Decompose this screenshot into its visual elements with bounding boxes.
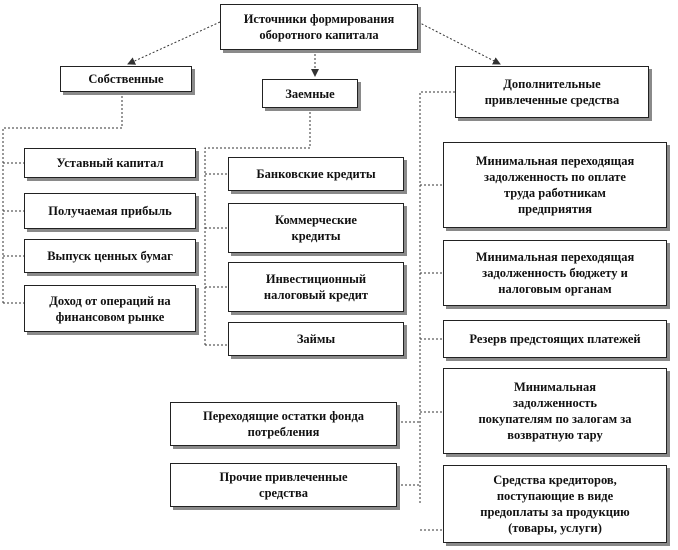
node-own-item-2: Получаемая прибыль bbox=[24, 193, 196, 229]
node-borrowed-item-3: Инвестиционный налоговый кредит bbox=[228, 262, 404, 312]
arrow-root-to-own bbox=[127, 21, 221, 65]
node-extra-item-2: Прочие привлеченные средства bbox=[170, 463, 397, 507]
connector-borrowed-bus bbox=[204, 108, 311, 345]
node-root: Источники формирования оборотного капита… bbox=[220, 4, 418, 50]
node-extra-item-1: Переходящие остатки фонда потребления bbox=[170, 402, 397, 446]
arrow-root-to-attracted bbox=[417, 21, 501, 65]
node-own-item-1: Уставный капитал bbox=[24, 148, 196, 178]
node-borrowed-item-1: Банковские кредиты bbox=[228, 157, 404, 191]
node-attracted-item-2: Минимальная переходящая задолженность бю… bbox=[443, 240, 667, 306]
node-own: Собственные bbox=[60, 66, 192, 92]
node-attracted-item-5: Средства кредиторов, поступающие в виде … bbox=[443, 465, 667, 543]
node-borrowed-item-4: Займы bbox=[228, 322, 404, 356]
node-own-item-4: Доход от операций на финансовом рынке bbox=[24, 285, 196, 332]
node-own-item-3: Выпуск ценных бумаг bbox=[24, 239, 196, 273]
node-borrowed: Заемные bbox=[262, 79, 358, 108]
node-attracted-item-3: Резерв предстоящих платежей bbox=[443, 320, 667, 358]
node-attracted-item-1: Минимальная переходящая задолженность по… bbox=[443, 142, 667, 228]
node-borrowed-item-2: Коммерческие кредиты bbox=[228, 203, 404, 253]
node-attracted-item-4: Минимальная задолженность покупателям по… bbox=[443, 368, 667, 454]
node-attracted: Дополнительные привлеченные средства bbox=[455, 66, 649, 118]
connector-own-bus bbox=[2, 92, 123, 303]
